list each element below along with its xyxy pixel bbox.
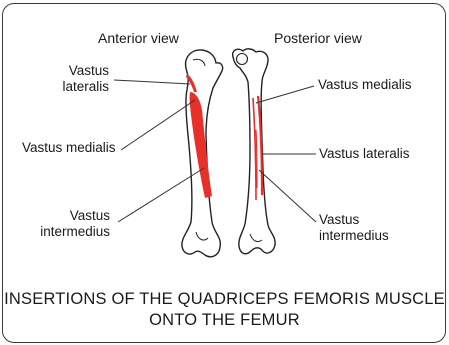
label-anterior-vastus-lateralis: Vastus lateralis: [62, 63, 109, 95]
label-posterior-vastus-intermedius: Vastus intermedius: [319, 212, 389, 244]
posterior-femur: [233, 49, 275, 254]
label-line: lateralis: [62, 79, 109, 95]
leader-ant-lateralis: [114, 80, 190, 84]
leader-post-intermedius: [259, 170, 316, 222]
label-line: Vastus: [40, 208, 110, 224]
caption: INSERTIONS OF THE QUADRICEPS FEMORIS MUS…: [0, 289, 449, 331]
leader-lines: [114, 80, 316, 222]
leader-ant-medialis: [121, 100, 195, 150]
label-posterior-vastus-lateralis: Vastus lateralis: [319, 146, 410, 162]
caption-line-2: ONTO THE FEMUR: [0, 310, 449, 331]
leader-post-medialis: [256, 86, 314, 103]
label-line: intermedius: [319, 228, 389, 244]
label-line: intermedius: [40, 224, 110, 240]
caption-line-1: INSERTIONS OF THE QUADRICEPS FEMORIS MUS…: [0, 289, 449, 310]
label-line: Vastus: [319, 212, 389, 228]
label-anterior-vastus-intermedius: Vastus intermedius: [40, 208, 110, 240]
label-anterior-vastus-medialis: Vastus medialis: [22, 140, 116, 156]
label-line: Vastus: [62, 63, 109, 79]
label-posterior-vastus-medialis: Vastus medialis: [318, 77, 412, 93]
